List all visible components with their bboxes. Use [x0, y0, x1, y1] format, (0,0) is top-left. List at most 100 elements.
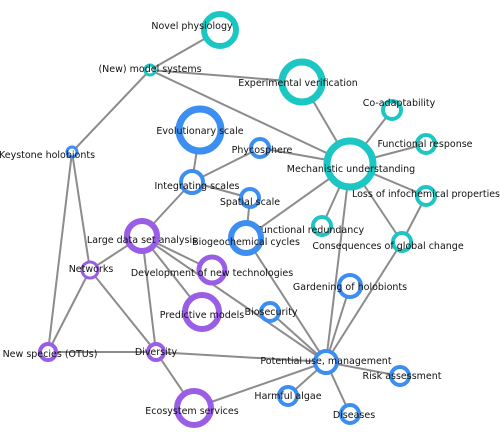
- node-label-consequences-of-global-change: Consequences of global change: [312, 241, 464, 252]
- node-label-novel-physiology: Novel physiology: [151, 21, 233, 32]
- node-label-biogeochemical-cycles: Biogeochemical cycles: [192, 237, 300, 248]
- node-label-co-adaptability: Co-adaptability: [363, 98, 436, 109]
- node-ring-development-of-new-technologies: [196, 254, 228, 286]
- edge-new-model-systems-mechanistic-understanding: [149, 69, 351, 165]
- edge-gardening-of-holobionts-potential-use-management: [325, 285, 351, 363]
- node-label-new-model-systems: (New) model systems: [98, 64, 201, 75]
- node-ring-large-data-set-analysis: [124, 218, 160, 254]
- node-label-development-of-new-technologies: Development of new technologies: [131, 268, 293, 279]
- node-label-integrating-scales: Integrating scales: [154, 181, 239, 192]
- node-label-phycosphere: Phycosphere: [232, 145, 293, 156]
- node-label-diseases: Diseases: [333, 410, 375, 421]
- node-ring-mechanistic-understanding: [323, 137, 377, 191]
- node-label-networks: Networks: [69, 264, 114, 275]
- node-novel-physiology: Novel physiology: [151, 11, 239, 49]
- node-label-new-species-otus: New species (OTUs): [3, 349, 98, 360]
- node-ring-functional-redundancy: [311, 215, 333, 237]
- edge-consequences-of-global-change-potential-use-management: [325, 241, 403, 363]
- node-ring-potential-use-management: [313, 349, 339, 375]
- node-ring-harmful-algae: [277, 385, 299, 407]
- node-label-loss-of-infochemical-properties: Loss of infochemical properties: [352, 189, 500, 200]
- node-label-large-data-set-analysis: Large data set analysis: [87, 235, 197, 246]
- node-new-model-systems: (New) model systems: [98, 63, 202, 77]
- edge-large-data-set-analysis-potential-use-management: [141, 235, 327, 363]
- node-new-species-otus: New species (OTUs): [3, 342, 98, 362]
- node-integrating-scales: Integrating scales: [154, 169, 240, 195]
- node-label-experimental-verification: Experimental verification: [238, 78, 358, 89]
- node-ring-predictive-models: [182, 292, 222, 332]
- node-ring-diseases: [339, 403, 361, 425]
- node-ring-networks: [80, 260, 100, 280]
- node-ring-loss-of-infochemical-properties: [415, 185, 437, 207]
- nodes-layer: Novel physiology (New) model systemsExper…: [0, 11, 500, 428]
- node-ring-experimental-verification: [278, 58, 326, 106]
- node-loss-of-infochemical-properties: Loss of infochemical properties: [352, 185, 500, 207]
- node-functional-response: Functional response: [377, 133, 473, 155]
- edge-mechanistic-understanding-potential-use-management: [325, 163, 351, 363]
- node-ring-evolutionary-scale: [175, 105, 225, 155]
- node-networks: Networks: [69, 260, 114, 280]
- edge-networks-diversity: [89, 269, 157, 353]
- node-ring-risk-assessment: [389, 365, 411, 387]
- node-potential-use-management: Potential use, management: [260, 349, 392, 375]
- node-label-evolutionary-scale: Evolutionary scale: [156, 126, 243, 137]
- node-diversity: Diversity: [135, 342, 178, 362]
- node-evolutionary-scale: Evolutionary scale: [156, 105, 244, 155]
- node-ring-functional-response: [415, 133, 437, 155]
- edge-biogeochemical-cycles-potential-use-management: [245, 237, 327, 363]
- node-spatial-scale: Spatial scale: [220, 187, 280, 209]
- edge-diversity-potential-use-management: [155, 351, 327, 363]
- node-label-ecosystem-services: Ecosystem services: [145, 406, 238, 417]
- node-gardening-of-holobionts: Gardening of holobionts: [293, 273, 407, 299]
- node-label-mechanistic-understanding: Mechanistic understanding: [287, 164, 415, 175]
- node-harmful-algae: Harmful algae: [254, 385, 322, 407]
- node-ring-consequences-of-global-change: [391, 231, 413, 253]
- node-biogeochemical-cycles: Biogeochemical cycles: [192, 220, 300, 256]
- node-ring-novel-physiology: [201, 11, 239, 49]
- edge-new-model-systems-experimental-verification: [149, 69, 303, 83]
- edge-potential-use-management-ecosystem-services: [193, 361, 327, 409]
- node-ring-phycosphere: [249, 137, 271, 159]
- node-consequences-of-global-change: Consequences of global change: [312, 231, 464, 253]
- node-ring-gardening-of-holobionts: [337, 273, 363, 299]
- edge-keystone-holobionts-new-species-otus: [47, 151, 73, 353]
- node-ring-new-model-systems: [143, 63, 157, 77]
- node-ring-integrating-scales: [179, 169, 205, 195]
- node-ecosystem-services: Ecosystem services: [145, 388, 239, 428]
- node-label-functional-response: Functional response: [377, 139, 472, 150]
- node-label-spatial-scale: Spatial scale: [220, 197, 280, 208]
- node-experimental-verification: Experimental verification: [238, 58, 358, 106]
- node-label-potential-use-management: Potential use, management: [260, 356, 391, 367]
- edge-large-data-set-analysis-diversity: [141, 235, 157, 353]
- edge-keystone-holobionts-networks: [71, 151, 91, 271]
- node-predictive-models: Predictive models: [160, 292, 244, 332]
- node-label-predictive-models: Predictive models: [160, 310, 244, 321]
- node-functional-redundancy: Functional redundancy: [256, 215, 365, 237]
- node-mechanistic-understanding: Mechanistic understanding: [287, 137, 415, 191]
- node-label-harmful-algae: Harmful algae: [254, 391, 321, 402]
- node-label-gardening-of-holobionts: Gardening of holobionts: [293, 282, 407, 293]
- node-risk-assessment: Risk assessment: [362, 365, 442, 387]
- node-ring-ecosystem-services: [174, 388, 214, 428]
- node-biosecurity: Biosecurity: [245, 301, 298, 323]
- node-ring-spatial-scale: [239, 187, 261, 209]
- node-ring-biogeochemical-cycles: [228, 220, 264, 256]
- node-phycosphere: Phycosphere: [232, 137, 293, 159]
- node-ring-keystone-holobionts: [65, 145, 79, 159]
- node-large-data-set-analysis: Large data set analysis: [87, 218, 197, 254]
- edge-networks-new-species-otus: [47, 269, 91, 353]
- node-development-of-new-technologies: Development of new technologies: [131, 254, 293, 286]
- node-ring-biosecurity: [259, 301, 281, 323]
- node-label-biosecurity: Biosecurity: [245, 307, 298, 318]
- edge-new-model-systems-keystone-holobionts: [71, 69, 151, 153]
- node-co-adaptability: Co-adaptability: [363, 98, 436, 121]
- node-keystone-holobionts: Keystone holobionts: [0, 145, 95, 161]
- node-ring-diversity: [146, 342, 166, 362]
- node-label-keystone-holobionts: Keystone holobionts: [0, 150, 95, 161]
- node-label-functional-redundancy: Functional redundancy: [256, 225, 365, 236]
- node-ring-new-species-otus: [38, 342, 58, 362]
- node-diseases: Diseases: [333, 403, 375, 425]
- node-ring-co-adaptability: [381, 99, 403, 121]
- node-label-diversity: Diversity: [135, 347, 178, 358]
